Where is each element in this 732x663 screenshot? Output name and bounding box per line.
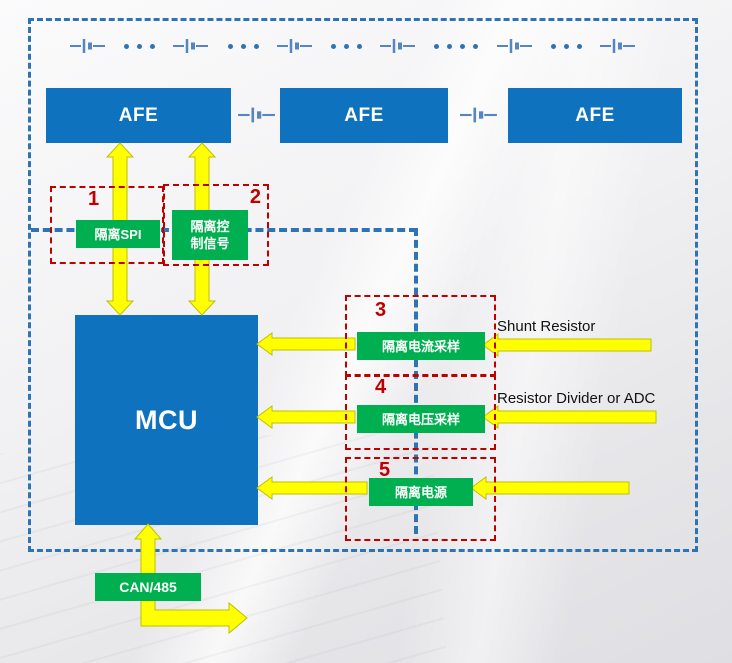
battery-cell-icon <box>70 39 105 53</box>
isolated-spi-label: 隔离SPI <box>94 226 142 242</box>
battery-cell-icon <box>380 39 416 53</box>
isolated-control-label: 隔离控制信号 <box>190 219 230 251</box>
isolation-block-2: 2 隔离控制信号 <box>163 184 269 266</box>
isolated-current-sense-label: 隔离电流采样 <box>381 338 460 354</box>
can-485-box: CAN/485 <box>95 573 201 601</box>
series-dots <box>124 43 156 49</box>
afe-label: AFE <box>118 104 159 126</box>
mcu-box: MCU <box>75 315 258 525</box>
arrow-current-to-mcu <box>256 332 356 356</box>
isolation-block-3: 3 隔离电流采样 <box>345 295 496 377</box>
battery-string-row <box>70 36 636 56</box>
series-dots <box>227 43 259 49</box>
battery-cell-icon <box>599 39 635 53</box>
resistor-divider-label: Resistor Divider or ADC <box>497 390 656 407</box>
arrow-power-to-mcu <box>256 476 368 500</box>
isolation-block-5: 5 隔离电源 <box>345 457 496 541</box>
battery-cell-icon <box>460 107 497 123</box>
isolated-current-sense-box: 隔离电流采样 <box>357 332 485 360</box>
can-485-label: CAN/485 <box>119 578 177 595</box>
battery-cell-icon <box>276 39 312 53</box>
block-number: 2 <box>249 186 261 208</box>
isolated-spi-box: 隔离SPI <box>76 220 160 248</box>
afe-box-3: AFE <box>508 88 682 143</box>
afe-box-1: AFE <box>46 88 231 143</box>
isolated-control-box: 隔离控制信号 <box>172 210 248 260</box>
isolation-block-1: 1 隔离SPI <box>50 186 164 264</box>
isolated-voltage-sense-label: 隔离电压采样 <box>381 411 460 427</box>
isolated-power-label: 隔离电源 <box>394 484 447 500</box>
battery-cell-icon <box>238 107 275 123</box>
arrow-divider-to-voltage-block <box>482 405 657 429</box>
system-dashed-boundary <box>28 18 698 552</box>
afe-label: AFE <box>344 104 384 126</box>
block-number: 3 <box>375 299 387 321</box>
arrow-voltage-to-mcu <box>256 405 356 429</box>
shunt-resistor-label: Shunt Resistor <box>497 318 596 335</box>
afe-label: AFE <box>575 104 615 126</box>
dashed-signal-line-vertical <box>414 228 418 534</box>
isolated-voltage-sense-box: 隔离电压采样 <box>357 405 485 433</box>
arrow-shunt-to-current-block <box>482 333 652 357</box>
block-number: 1 <box>88 188 100 210</box>
series-dots <box>330 43 362 49</box>
afe-box-2: AFE <box>280 88 448 143</box>
series-dots <box>550 43 582 49</box>
mcu-label: MCU <box>135 404 198 435</box>
isolated-power-box: 隔离电源 <box>369 478 473 506</box>
arrow-mcu-can-out <box>133 523 248 635</box>
arrow-supply-to-power-block <box>470 476 630 500</box>
series-dots <box>434 43 479 49</box>
block-number: 4 <box>375 376 387 398</box>
block-number: 5 <box>379 459 391 481</box>
isolation-block-4: 4 隔离电压采样 <box>345 374 496 450</box>
battery-cell-icon <box>496 39 532 53</box>
battery-cell-icon <box>173 39 209 53</box>
